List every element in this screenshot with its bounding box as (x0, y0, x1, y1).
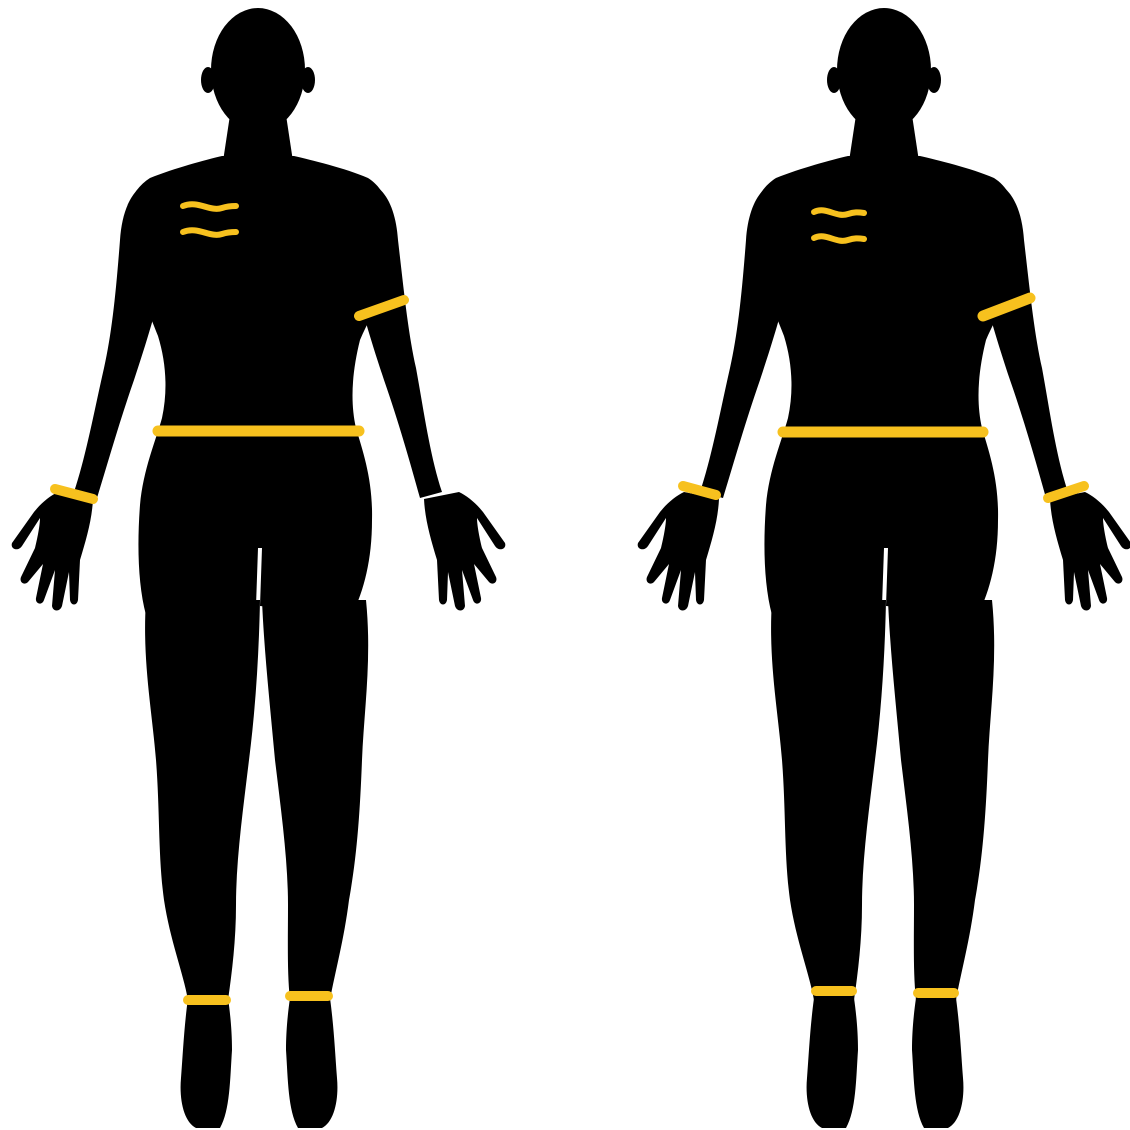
body-silhouette-left (12, 8, 506, 1128)
figure-right (638, 8, 1130, 1128)
body-silhouette-right (638, 8, 1130, 1128)
figure-left (12, 8, 506, 1128)
